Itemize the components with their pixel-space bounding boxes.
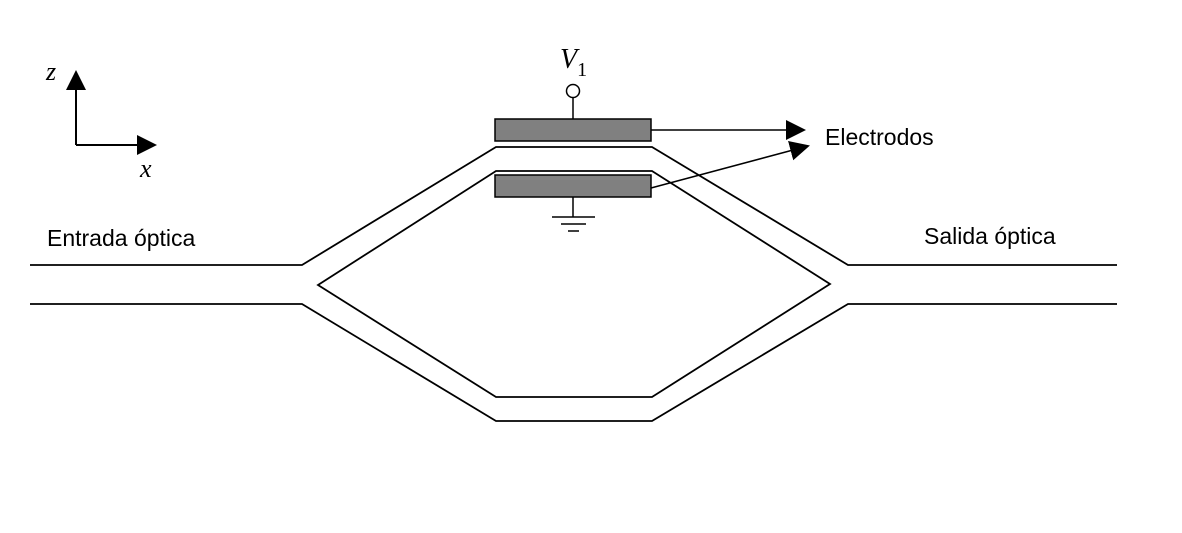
voltage-terminal: V1 <box>560 44 587 119</box>
x-axis-label: x <box>139 154 152 183</box>
bottom-electrode <box>494 174 652 198</box>
electrode-pointers <box>650 120 810 189</box>
z-axis-label: z <box>45 57 56 86</box>
waveguide-outer-bottom <box>30 303 1117 422</box>
waveguide-outer-top <box>30 146 1117 266</box>
terminal-node <box>565 83 581 99</box>
top-electrode <box>494 118 652 142</box>
pointer-arrow-bottom <box>650 140 810 189</box>
voltage-label: V1 <box>560 44 587 81</box>
waveguide <box>30 146 1117 422</box>
electrodes-label: Electrodos <box>825 124 934 150</box>
waveguide-inner-island <box>316 170 832 398</box>
voltage-subscript: 1 <box>577 59 587 81</box>
ground-icon <box>552 197 595 232</box>
electrodes <box>494 118 652 198</box>
voltage-symbol: V <box>560 44 580 75</box>
optical-output-label: Salida óptica <box>924 223 1056 249</box>
optical-input-label: Entrada óptica <box>47 225 196 251</box>
axes: z x <box>45 57 157 183</box>
